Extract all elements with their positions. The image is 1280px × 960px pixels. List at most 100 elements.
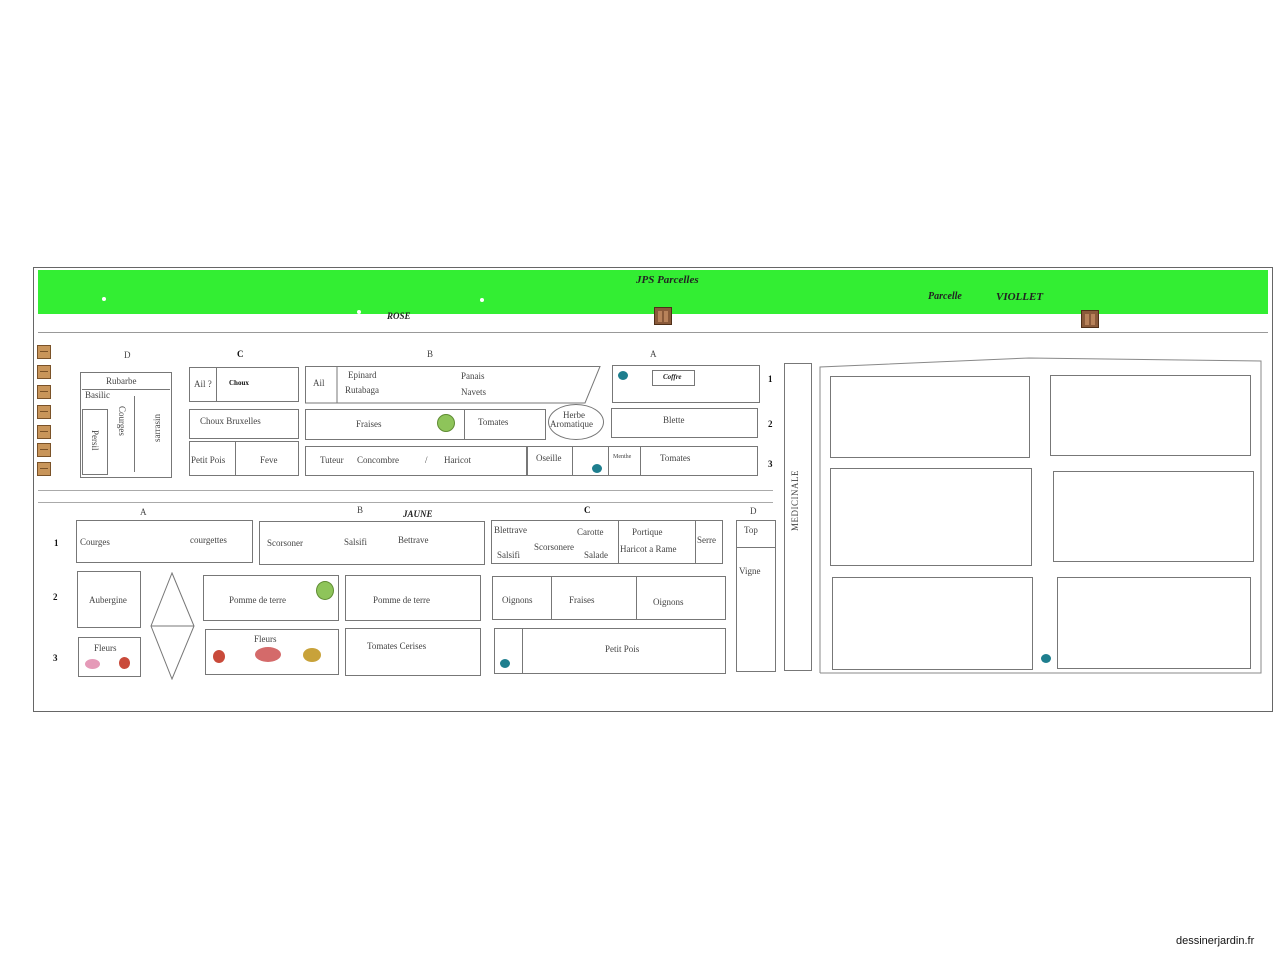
bed-courges: Courges	[117, 406, 127, 436]
band-title: JPS Parcelles	[636, 274, 699, 286]
bed-slash: /	[425, 455, 428, 465]
bed-aromatique: Aromatique	[550, 419, 593, 429]
bed-c-row1	[189, 367, 299, 402]
bed-pomme-terre-2-label: Pomme de terre	[373, 595, 430, 605]
bed-rutabaga: Rutabaga	[345, 385, 379, 395]
flower-icon	[303, 648, 321, 662]
bottom-col-c: C	[584, 505, 591, 515]
crate-icon	[37, 462, 51, 476]
water-point-icon	[500, 659, 510, 668]
bed-choux-bruxelles-label: Choux Bruxelles	[200, 416, 261, 426]
bed-divider	[640, 446, 641, 476]
bed-sarrasin: sarrasin	[152, 414, 162, 442]
violet-label: VIOLLET	[996, 291, 1044, 303]
coffre-label: Coffre	[663, 373, 682, 381]
bottom-col-a: A	[140, 507, 147, 517]
top-row-2: 2	[768, 419, 773, 429]
watermark: dessinerjardin.fr	[1176, 935, 1255, 947]
bed-tomates-cerises	[345, 628, 481, 676]
violet-bed	[830, 376, 1030, 458]
bed-c-bottom-row1	[491, 520, 723, 564]
bed-aubergine-label: Aubergine	[89, 595, 127, 605]
bed-divider	[551, 576, 552, 620]
bed-divider	[82, 389, 170, 390]
bed-b-bottom-row1	[259, 521, 485, 565]
coffre-box	[652, 370, 695, 386]
crate-icon	[37, 425, 51, 439]
flower-icon	[255, 647, 281, 662]
crate-icon	[37, 385, 51, 399]
green-parcel-band	[38, 270, 1268, 314]
shed-icon	[1081, 310, 1099, 328]
bed-pomme-terre-1	[203, 575, 339, 621]
top-col-c: C	[237, 349, 244, 359]
path-line	[38, 332, 1268, 333]
flower-icon	[85, 659, 100, 669]
bed-blettrave: Blettrave	[494, 525, 527, 535]
bed-top: Top	[744, 525, 758, 535]
bed-pomme-terre-1-label: Pomme de terre	[229, 595, 286, 605]
bed-courges-label: Courges	[80, 537, 110, 547]
bed-fleurs-b-label: Fleurs	[254, 634, 277, 644]
bed-oignons-1: Oignons	[502, 595, 533, 605]
shed-icon	[654, 307, 672, 325]
bed-divider	[235, 441, 236, 476]
bed-vigne: Vigne	[739, 566, 761, 576]
bed-scorsonere: Scorsonere	[534, 542, 574, 552]
bed-carotte: Carotte	[577, 527, 604, 537]
water-point-icon	[1041, 654, 1051, 663]
bed-c-bottom-row3	[494, 628, 726, 674]
bed-bettrave: Bettrave	[398, 535, 429, 545]
bed-navets: Navets	[461, 387, 486, 397]
bottom-col-d: D	[750, 506, 757, 516]
top-col-a: A	[650, 349, 657, 359]
violet-bed	[830, 468, 1032, 566]
bed-tomates-b: Tomates	[478, 417, 509, 427]
bed-courgettes: courgettes	[190, 535, 227, 545]
crate-icon	[37, 405, 51, 419]
bed-oignons-2: Oignons	[653, 597, 684, 607]
path-line	[38, 490, 773, 491]
bed-fraises-c: Fraises	[569, 595, 595, 605]
violet-bed	[1050, 375, 1251, 456]
bed-salsifi-b: Salsifi	[344, 537, 368, 547]
bed-concombre: Concombre	[357, 455, 399, 465]
bed-oseille: Oseille	[536, 453, 562, 463]
bed-divider	[464, 409, 465, 440]
violet-bed	[1057, 577, 1251, 669]
bed-feve: Feve	[260, 455, 278, 465]
bed-fleurs-a	[78, 637, 141, 677]
top-row-1: 1	[768, 374, 773, 384]
bed-haricot-rame: Haricot a Rame	[620, 544, 677, 554]
bed-persil-label: Persil	[90, 430, 100, 451]
crate-icon	[37, 365, 51, 379]
bed-petit-pois: Petit Pois	[191, 455, 226, 465]
crate-icon	[37, 345, 51, 359]
flower-icon	[119, 657, 130, 669]
bed-panais: Panais	[461, 371, 485, 381]
bed-d-bottom	[736, 520, 776, 672]
bed-divider	[134, 396, 135, 472]
band-dot	[480, 298, 484, 302]
bed-a-row3	[527, 446, 758, 476]
bottom-row-1: 1	[54, 538, 59, 548]
bed-epinard: Epinard	[348, 370, 377, 380]
bed-divider	[736, 547, 776, 548]
bed-blette-label: Blette	[663, 415, 685, 425]
bed-salade: Salade	[584, 550, 608, 560]
bed-scorsoner: Scorsoner	[267, 538, 303, 548]
bed-divider	[695, 520, 696, 564]
band-dot	[357, 310, 361, 314]
bed-pomme-terre-2	[345, 575, 481, 621]
bed-haricot: Haricot	[444, 455, 471, 465]
bed-divider	[216, 367, 217, 402]
bed-divider	[618, 520, 619, 564]
bed-divider	[522, 628, 523, 674]
violet-bed	[1053, 471, 1254, 562]
bed-tomates-a: Tomates	[660, 453, 691, 463]
bed-menthe: Menthe	[613, 454, 632, 460]
bed-herbe-aromatique	[548, 404, 604, 440]
diamond-bed	[150, 572, 195, 680]
bed-courges	[76, 520, 253, 563]
bed-blette	[611, 408, 758, 438]
